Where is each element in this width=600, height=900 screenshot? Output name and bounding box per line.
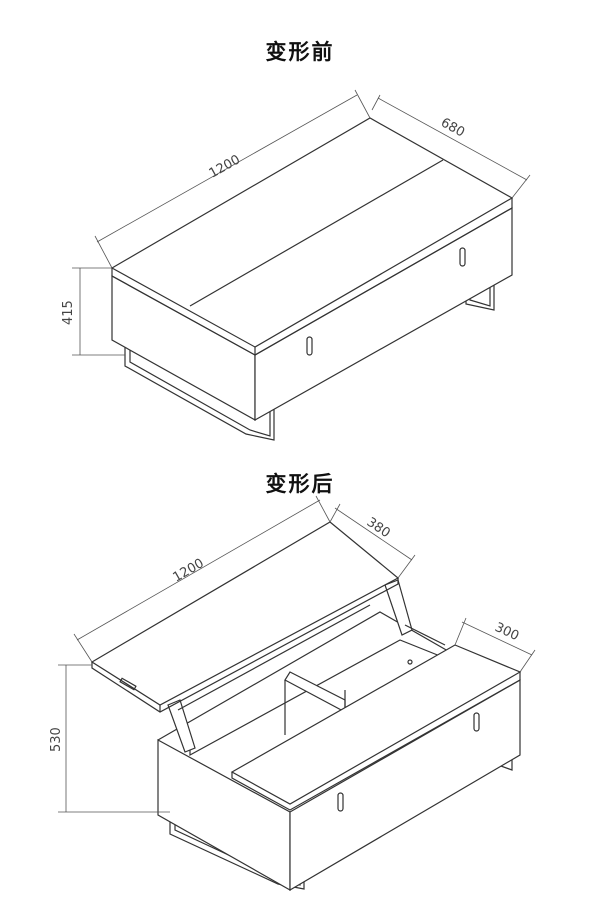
handle: [337, 792, 344, 812]
after-title: 变形后: [265, 472, 335, 496]
table-open: [90, 521, 522, 892]
dimension-lines-before: [72, 89, 531, 356]
dim-length-after: 1200: [171, 556, 207, 586]
before-title: 变形前: [265, 40, 335, 64]
handle: [306, 336, 313, 356]
dim-height-after: 530: [49, 727, 64, 752]
handle: [459, 247, 466, 267]
handle: [473, 712, 480, 732]
dim-length-before: 1200: [207, 152, 243, 181]
dim-depth-before: 680: [438, 115, 467, 140]
divider: [284, 671, 346, 713]
lift-hinge-left: [167, 699, 196, 753]
dim-height-before: 415: [61, 300, 76, 325]
table-closed: [110, 117, 514, 441]
leg-frame-left: [129, 340, 271, 437]
dim-fixed-depth-after: 300: [492, 620, 521, 644]
lifted-lid: [90, 521, 400, 706]
dimension-lines-after: [58, 495, 536, 813]
top-split-line: [189, 159, 444, 307]
lift-hinge-right: [384, 579, 413, 636]
